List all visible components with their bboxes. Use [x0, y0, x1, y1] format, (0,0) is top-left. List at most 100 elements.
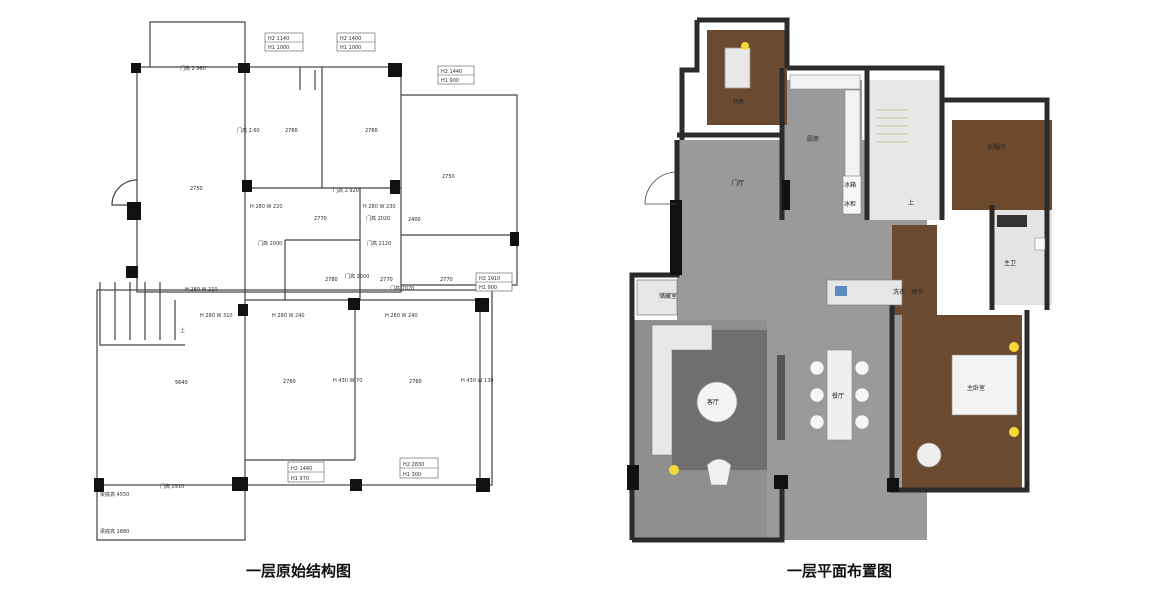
svg-text:梁底高 4550: 梁底高 4550	[100, 491, 129, 498]
plan-outline-bottom-left	[96, 485, 246, 541]
kitchen-counter	[789, 74, 861, 90]
svg-text:梁底高 1880: 梁底高 1880	[100, 528, 129, 535]
window-tag-4: H2 1910 H1 900	[475, 272, 513, 292]
label-master-bath: 主卫	[1004, 259, 1016, 267]
svg-text:H1 1000: H1 1000	[268, 45, 289, 51]
svg-text:H2 1440: H2 1440	[291, 466, 312, 472]
svg-text:H2 2830: H2 2830	[403, 462, 424, 468]
label-freezer: 冰柜	[844, 200, 856, 208]
ceiling-height-3: 2760	[365, 128, 378, 134]
original-structure-caption: 一层原始结构图	[246, 562, 352, 580]
svg-text:H 280 W 240: H 280 W 240	[385, 313, 418, 319]
bedside-lamp-icon	[1009, 342, 1019, 352]
original-structure-plan: 2750 2760 2760 2750 2770 2780 2770 2770 …	[94, 21, 519, 580]
svg-text:门高 2910: 门高 2910	[160, 483, 184, 490]
tv-cabinet	[777, 355, 785, 440]
label-storage: 储藏室	[659, 292, 677, 300]
structural-columns	[94, 63, 519, 492]
sofa	[651, 324, 713, 456]
label-stair-up: 上	[908, 199, 914, 207]
svg-text:门高 2.960: 门高 2.960	[180, 65, 206, 72]
label-living: 客厅	[707, 398, 719, 406]
layout-plan-drawing: 书房 厨房 门厅 冰箱 冰柜 上 衣帽间 主卫 储藏室 洗衣 烘干 客厅 餐厅 …	[627, 17, 1052, 543]
svg-text:H 280 W 210: H 280 W 210	[185, 287, 218, 293]
coffee-table	[696, 381, 738, 423]
dining-chairs	[809, 360, 870, 430]
lounge-chair	[706, 458, 732, 486]
svg-text:门高 2020: 门高 2020	[366, 215, 390, 222]
floor-layout-plan: 书房 厨房 门厅 冰箱 冰柜 上 衣帽间 主卫 储藏室 洗衣 烘干 客厅 餐厅 …	[577, 0, 1154, 600]
svg-text:H2 1400: H2 1400	[340, 36, 361, 42]
ceiling-height-4: 2750	[442, 174, 455, 180]
label-washer: 洗衣	[893, 288, 905, 296]
entry-door-swing	[644, 171, 678, 205]
layout-columns	[627, 180, 899, 492]
svg-text:H2 1910: H2 1910	[479, 276, 500, 282]
stair-treads	[877, 109, 907, 143]
svg-text:H 430 W 130: H 430 W 130	[461, 378, 494, 384]
fridge-block	[842, 175, 862, 215]
svg-text:H 280 W 230: H 280 W 230	[363, 204, 396, 210]
ceiling-height-6: 2780	[325, 277, 338, 283]
svg-text:H 430 W 70: H 430 W 70	[333, 378, 362, 384]
ceiling-height-2: 2760	[285, 128, 298, 134]
ceiling-height-7: 2770	[380, 277, 393, 283]
floor-layout-caption: 一层平面布置图	[787, 562, 893, 580]
study-desk	[724, 47, 751, 89]
svg-text:H2 1440: H2 1440	[441, 69, 462, 75]
svg-text:门高 2.920: 门高 2.920	[333, 187, 359, 194]
label-study: 书房	[732, 98, 744, 106]
svg-text:门高 2020: 门高 2020	[390, 285, 414, 292]
ceiling-height-12: 2760	[409, 379, 422, 385]
storage-cabinet	[636, 279, 678, 316]
svg-text:门高 2000: 门高 2000	[258, 240, 282, 247]
svg-text:H 280 W 310: H 280 W 310	[200, 313, 233, 319]
room-labels: 书房 厨房 门厅 冰箱 冰柜 上 衣帽间 主卫 储藏室 洗衣 烘干 客厅 餐厅 …	[659, 98, 1016, 406]
stair-marble	[867, 80, 942, 220]
label-cloakroom: 衣帽间	[987, 143, 1005, 151]
svg-text:H 280 W 240: H 280 W 240	[272, 313, 305, 319]
ceiling-height-5: 2770	[314, 216, 327, 222]
dimension-notes: 门高 2.960 门高 2.60 门高 2.920 门高 2020 门高 200…	[100, 65, 494, 535]
study-lamp-icon	[741, 42, 749, 50]
window-tag-6: H2 2830 H1 300	[399, 457, 439, 479]
svg-text:H1 970: H1 970	[291, 476, 309, 482]
window-tag-5: H2 1440 H1 970	[287, 461, 325, 483]
ceiling-height-markers: 2750 2760 2760 2750 2770 2780 2770 2770 …	[175, 128, 455, 386]
cloakroom-wood-floor	[952, 120, 1052, 210]
label-fridge: 冰箱	[844, 181, 856, 189]
ceiling-height-11: 2760	[283, 379, 296, 385]
ceiling-height-10: 5640	[175, 380, 188, 386]
vanity	[997, 215, 1027, 227]
floor-lamp-icon	[669, 465, 679, 475]
label-master-bedroom: 主卧室	[967, 384, 985, 392]
original-plan-drawing: 2750 2760 2760 2750 2770 2780 2770 2770 …	[94, 21, 519, 541]
svg-text:H1 900: H1 900	[441, 78, 459, 84]
ceiling-height-1: 2750	[190, 186, 203, 192]
dining-table	[826, 349, 853, 441]
bedroom-chair	[916, 442, 942, 468]
ceiling-height-9: 2400	[408, 217, 421, 223]
svg-text:上: 上	[180, 327, 185, 334]
layout-walls	[629, 17, 1050, 543]
bed	[951, 354, 1018, 416]
window-tags: H2 1140 H1 1000 H2 1400 H1 1000 H2 1440 …	[264, 32, 513, 483]
island-sink	[835, 286, 847, 296]
svg-text:门高 2120: 门高 2120	[367, 240, 391, 247]
svg-text:H1 1000: H1 1000	[340, 45, 361, 51]
plan-outline-lower	[96, 289, 493, 486]
plan-outline-upper	[136, 66, 402, 293]
label-dryer: 烘干	[911, 288, 923, 296]
svg-text:H1 900: H1 900	[479, 285, 497, 291]
svg-text:H 280 W 220: H 280 W 220	[250, 204, 283, 210]
window-tag-3: H2 1440 H1 900	[437, 65, 475, 85]
label-kitchen: 厨房	[807, 135, 819, 143]
ceiling-height-8: 2770	[440, 277, 453, 283]
svg-text:H1 300: H1 300	[403, 472, 421, 478]
svg-text:H2 1140: H2 1140	[268, 36, 289, 42]
balcony-outline	[149, 21, 246, 67]
window-tag-2: H2 1400 H1 1000	[336, 32, 376, 52]
plan-outline-right	[401, 94, 518, 286]
svg-text:门高 2000: 门高 2000	[345, 273, 369, 280]
window-tag-1: H2 1140 H1 1000	[264, 32, 304, 52]
